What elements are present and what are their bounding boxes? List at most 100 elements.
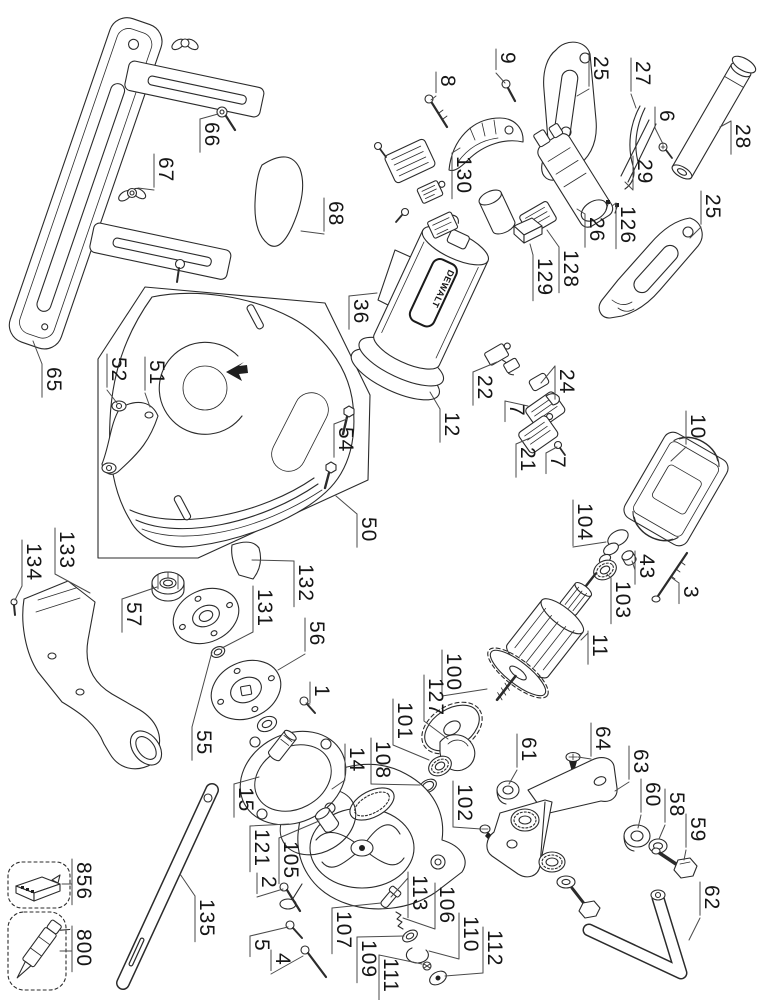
- part-number-label: 54: [334, 427, 357, 452]
- callout-9: 9: [495, 48, 519, 84]
- part-carriage-bolt: [174, 258, 186, 283]
- part-fence-arm-lower: [89, 222, 232, 280]
- part-number-label: 15: [234, 787, 257, 812]
- part-number-label: 113: [408, 875, 431, 911]
- part-number-label: 130: [452, 156, 475, 194]
- callout-126: 126: [611, 202, 639, 250]
- callout-68: 68: [300, 197, 347, 235]
- part-number-label: 28: [731, 124, 754, 149]
- part-number-label: 1: [310, 685, 333, 698]
- part-button-112: [429, 970, 447, 986]
- part-number-label: 65: [42, 367, 65, 392]
- part-number-label: 126: [616, 206, 639, 244]
- callout-108: 108: [370, 737, 421, 786]
- part-bolt-bracket: [570, 886, 601, 919]
- part-armature-11: [487, 572, 597, 702]
- part-rod-62: [582, 889, 688, 980]
- part-bolt-3: [651, 551, 689, 603]
- callout-103: 103: [606, 573, 634, 625]
- part-blade-guard-50: [97, 286, 371, 559]
- part-retainer-109: [405, 947, 429, 964]
- callout-27: 27: [630, 57, 654, 109]
- part-bolt-59: [651, 847, 698, 879]
- callout-800: 800: [59, 925, 95, 973]
- callout-105: 105: [278, 820, 320, 885]
- part-number-label: 12: [440, 412, 463, 437]
- callout-7: 7: [504, 400, 529, 423]
- part-number-label: 107: [332, 911, 355, 949]
- part-number-label: 62: [700, 885, 723, 910]
- part-number-label: 25: [589, 56, 612, 81]
- part-end-cap-130: [448, 117, 524, 172]
- callout-112: 112: [444, 926, 506, 977]
- part-dust-elbow-133: [22, 580, 163, 770]
- part-number-label: 3: [679, 586, 702, 599]
- callout-6: 6: [654, 106, 678, 145]
- part-number-label: 8: [436, 75, 459, 88]
- part-washer-56: [256, 715, 278, 733]
- part-number-label: 103: [611, 581, 634, 619]
- part-number-label: 128: [559, 250, 582, 288]
- part-number-label: 55: [192, 730, 215, 755]
- part-number-label: 9: [496, 52, 519, 65]
- callout-10: 10: [670, 410, 709, 462]
- part-number-label: 109: [357, 940, 380, 978]
- part-number-label: 36: [349, 299, 372, 324]
- part-number-label: 26: [585, 217, 608, 242]
- part-clip-24: [528, 372, 560, 406]
- callout-131: 131: [221, 585, 276, 649]
- part-number-label: 112: [483, 930, 506, 966]
- part-table-pad-68: [254, 156, 304, 247]
- part-number-label: 100: [442, 653, 465, 691]
- callout-104: 104: [572, 499, 607, 548]
- part-screws-54: [323, 405, 355, 490]
- callout-129: 129: [529, 243, 556, 302]
- part-screw-8: [424, 94, 449, 129]
- part-bearing-plate-15: [239, 729, 347, 826]
- part-screw-brush: [395, 207, 410, 223]
- callout-63: 63: [614, 745, 652, 792]
- callout-22: 22: [472, 361, 498, 406]
- callout-58: 58: [658, 788, 688, 840]
- part-number-label: 22: [473, 375, 496, 400]
- part-detent-cup: [402, 929, 418, 943]
- part-capacitor-129: [513, 217, 543, 244]
- part-number-label: 51: [145, 360, 168, 385]
- kit-box-856: [7, 861, 71, 909]
- part-flange-nuts-52: [101, 400, 127, 474]
- callout-65: 65: [32, 340, 65, 398]
- callout-110: 110: [428, 912, 482, 960]
- callout-109: 109: [356, 935, 405, 984]
- callout-7: 7: [545, 446, 569, 475]
- callout-36: 36: [348, 292, 378, 330]
- callout-102: 102: [452, 780, 482, 830]
- part-wing-bolt-66: [216, 106, 237, 132]
- callout-5: 5: [249, 926, 289, 958]
- part-spring-106: [395, 911, 404, 930]
- part-number-label: 56: [305, 621, 328, 646]
- callout-24: 24: [540, 365, 578, 400]
- part-number-label: 110: [459, 916, 482, 952]
- part-number-label: 27: [631, 61, 654, 86]
- part-number-label: 108: [371, 741, 394, 779]
- part-screw-7: [553, 440, 566, 456]
- callout-62: 62: [688, 881, 723, 941]
- callout-4: 4: [270, 949, 304, 975]
- part-leads-29: [620, 119, 657, 183]
- part-number-label: 50: [357, 517, 380, 542]
- callout-29: 29: [624, 155, 656, 191]
- part-brush-holder-b: [427, 211, 459, 239]
- part-screw-9: [501, 79, 517, 103]
- part-brush-assy-22: [484, 342, 520, 376]
- part-bearing-knurled: [510, 808, 540, 832]
- part-number-label: 127: [424, 678, 447, 716]
- callout-12: 12: [429, 391, 463, 443]
- part-screw-1: [299, 696, 316, 714]
- part-bearing-lower: [538, 851, 566, 873]
- callout-8: 8: [430, 71, 459, 101]
- part-number-label: 59: [686, 817, 709, 842]
- callout-111: 111: [378, 954, 423, 1000]
- callout-127: 127: [423, 674, 449, 740]
